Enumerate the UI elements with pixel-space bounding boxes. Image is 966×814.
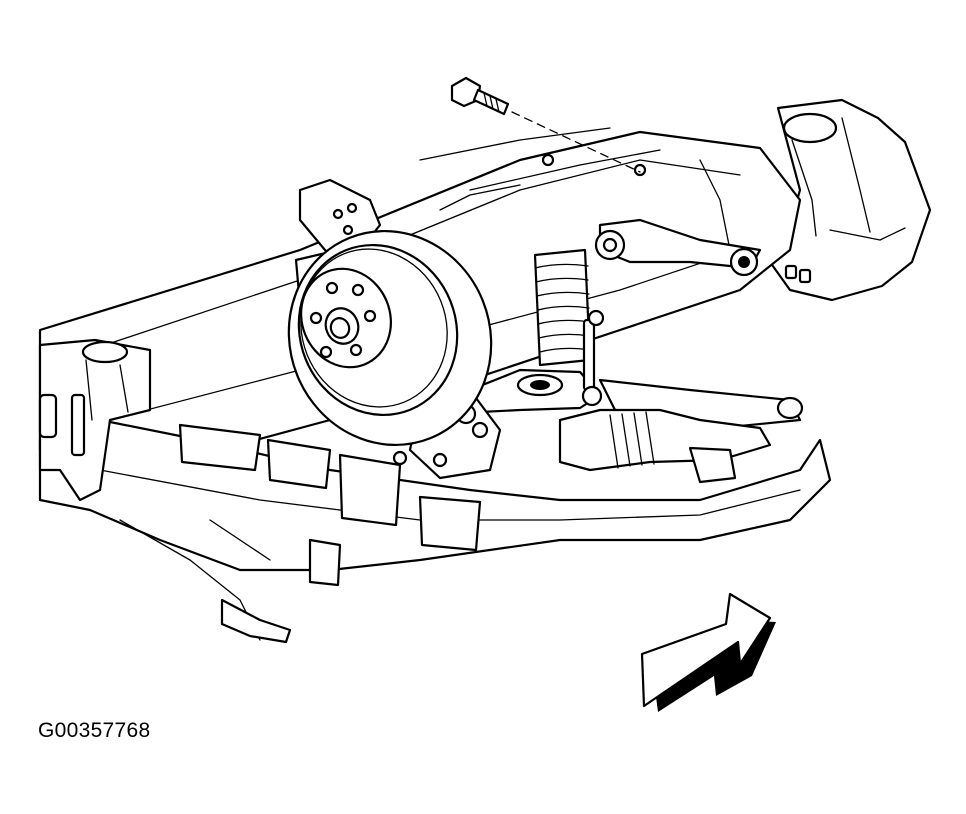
wheel-hub [300, 267, 392, 369]
rear-frame-bracket [768, 98, 932, 302]
front-of-vehicle-arrow [640, 592, 776, 712]
coil-spring [533, 248, 592, 367]
figure-code: G00357768 [38, 719, 151, 742]
wheel-studs [309, 281, 377, 359]
steering-gear [558, 408, 772, 484]
frame-rail [38, 418, 832, 644]
upper-control-arm [594, 218, 762, 277]
stabilizer-link [581, 309, 605, 407]
fastener-bolt [450, 76, 641, 173]
body-mount [38, 338, 152, 502]
